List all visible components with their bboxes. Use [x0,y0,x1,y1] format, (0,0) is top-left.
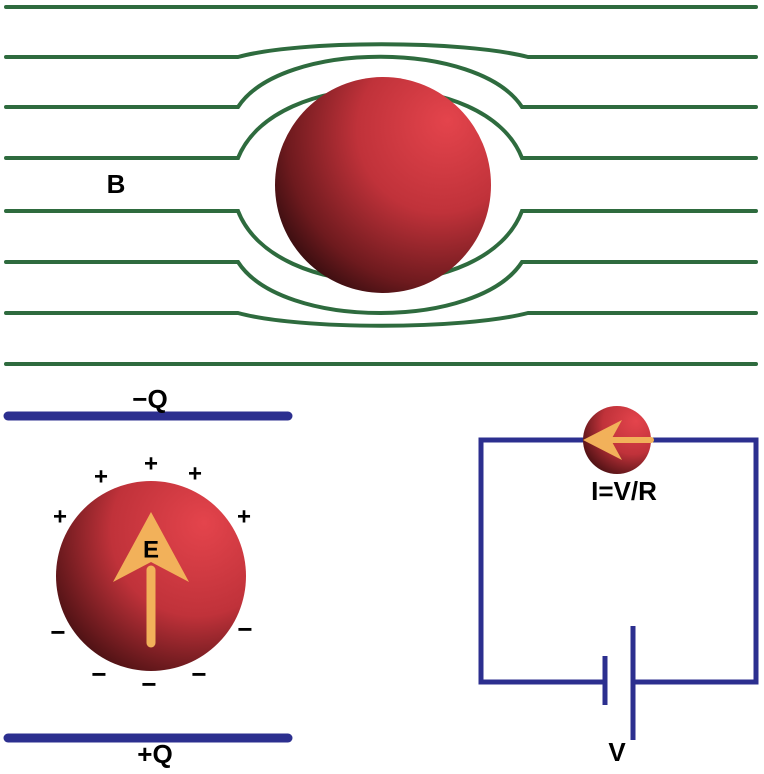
capacitor-panel: −Q E + + + + + − − − − − +Q [3,384,293,769]
electric-field-arrow [113,512,189,648]
field-line [4,311,758,328]
negative-charge: − [141,669,156,699]
electric-field-label: E [143,536,159,563]
negative-charge: − [91,659,106,689]
circuit-panel: I=V/R V [478,406,759,767]
positive-charge: + [144,450,158,477]
positive-charges: + + + + + [53,450,251,530]
negative-charge: − [237,614,252,644]
current-label: I=V/R [591,476,657,506]
battery-symbol [602,626,636,740]
positive-charge: + [188,460,202,487]
magnetic-field-panel: B [4,5,758,366]
magnetic-sphere [275,77,491,293]
positive-plate-label: +Q [137,739,172,769]
positive-charge: + [237,503,251,530]
voltage-label: V [608,737,626,767]
field-line [4,42,758,59]
positive-charge: + [53,503,67,530]
magnetic-field-label: B [107,169,126,199]
field-line [4,54,758,109]
field-line [4,260,758,315]
negative-charge: − [50,617,65,647]
current-arrow [583,420,654,460]
negative-charges: − − − − − [50,614,252,699]
positive-charge: + [94,463,108,490]
negative-plate-label: −Q [132,384,167,414]
negative-charge: − [191,659,206,689]
